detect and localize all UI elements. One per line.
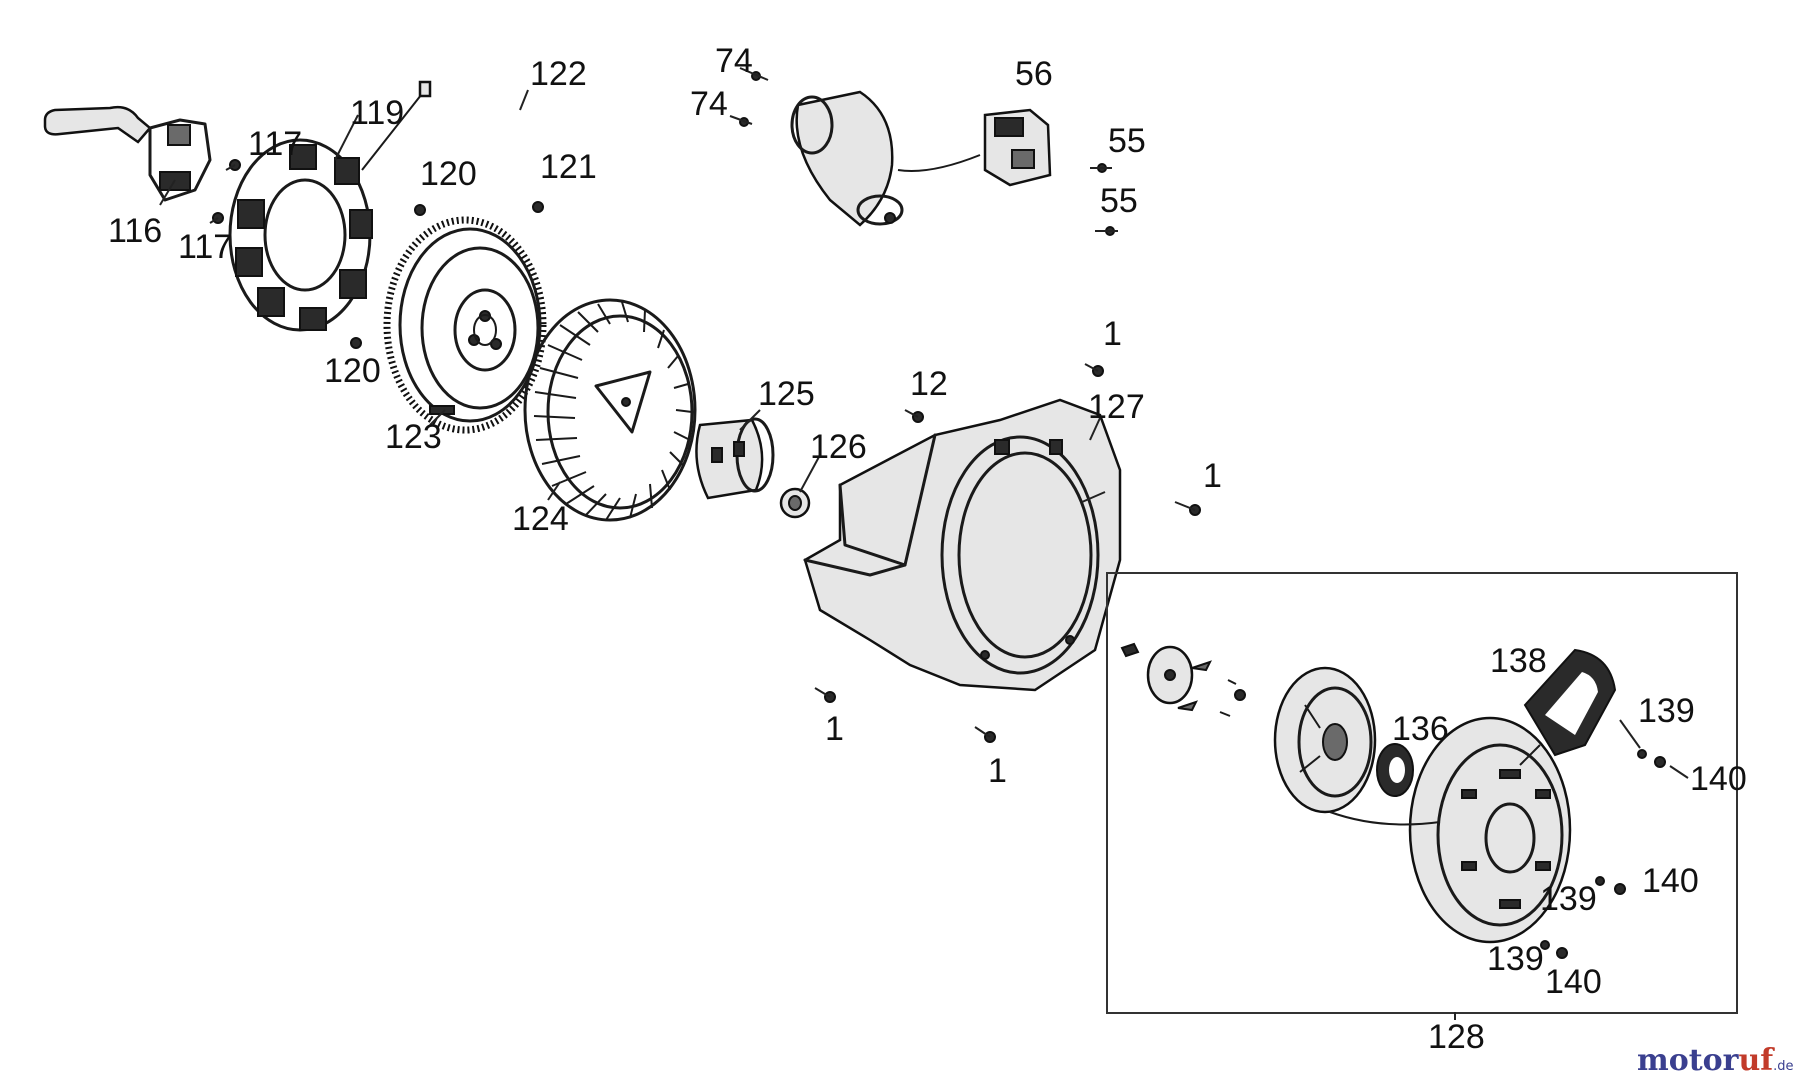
label-116: 116 [108, 212, 162, 250]
label-56: 56 [1015, 55, 1053, 93]
label-117: 117 [248, 125, 302, 163]
label-124: 124 [512, 500, 569, 538]
stator [228, 80, 432, 332]
label-1: 1 [1103, 315, 1122, 353]
label-120: 120 [420, 155, 477, 193]
label-140: 140 [1690, 760, 1747, 798]
label-126: 126 [810, 428, 867, 466]
label-117: 117 [178, 228, 232, 266]
label-140: 140 [1642, 862, 1699, 900]
cooling-fan [523, 298, 697, 522]
label-139: 139 [1540, 880, 1597, 918]
label-122: 122 [530, 55, 587, 93]
label-1: 1 [988, 752, 1007, 790]
watermark-part2: uf [1738, 1043, 1775, 1078]
recoil-starter [1120, 642, 1617, 944]
label-125: 125 [758, 375, 815, 413]
label-123: 123 [385, 418, 442, 456]
label-12: 12 [910, 365, 948, 403]
svg-text:motoruf.de: motoruf.de [1637, 1043, 1794, 1078]
label-138: 138 [1490, 642, 1547, 680]
starter-relay [983, 108, 1052, 187]
recoil-starter-group-frame [1106, 572, 1738, 1014]
label-139: 139 [1638, 692, 1695, 730]
label-55: 55 [1108, 122, 1146, 160]
blower-housing [803, 398, 1122, 692]
label-139: 139 [1487, 940, 1544, 978]
watermark-logo: motoruf.de [1637, 1043, 1794, 1078]
label-128: 128 [1428, 1018, 1485, 1056]
label-1: 1 [825, 710, 844, 748]
label-1: 1 [1203, 457, 1222, 495]
label-136: 136 [1392, 710, 1449, 748]
electric-starter [790, 90, 981, 227]
label-74: 74 [690, 85, 728, 123]
label-140: 140 [1545, 963, 1602, 1001]
flywheel-nut [779, 487, 811, 519]
label-55: 55 [1100, 182, 1138, 220]
starter-cup [695, 417, 775, 500]
label-127: 127 [1088, 388, 1145, 426]
fastener-shanks [209, 67, 1196, 738]
label-121: 121 [540, 148, 597, 186]
leader-lines [159, 89, 1689, 1020]
label-120: 120 [324, 352, 381, 390]
flywheel [383, 216, 547, 434]
watermark-suffix: .de [1773, 1059, 1793, 1074]
part-labels: 116 117 117 119 120 120 121 122 123 124 … [108, 42, 1747, 1056]
ignition-coil [43, 105, 212, 202]
label-119: 119 [350, 94, 404, 132]
watermark-part1: motor [1637, 1043, 1740, 1078]
label-74: 74 [715, 42, 753, 80]
